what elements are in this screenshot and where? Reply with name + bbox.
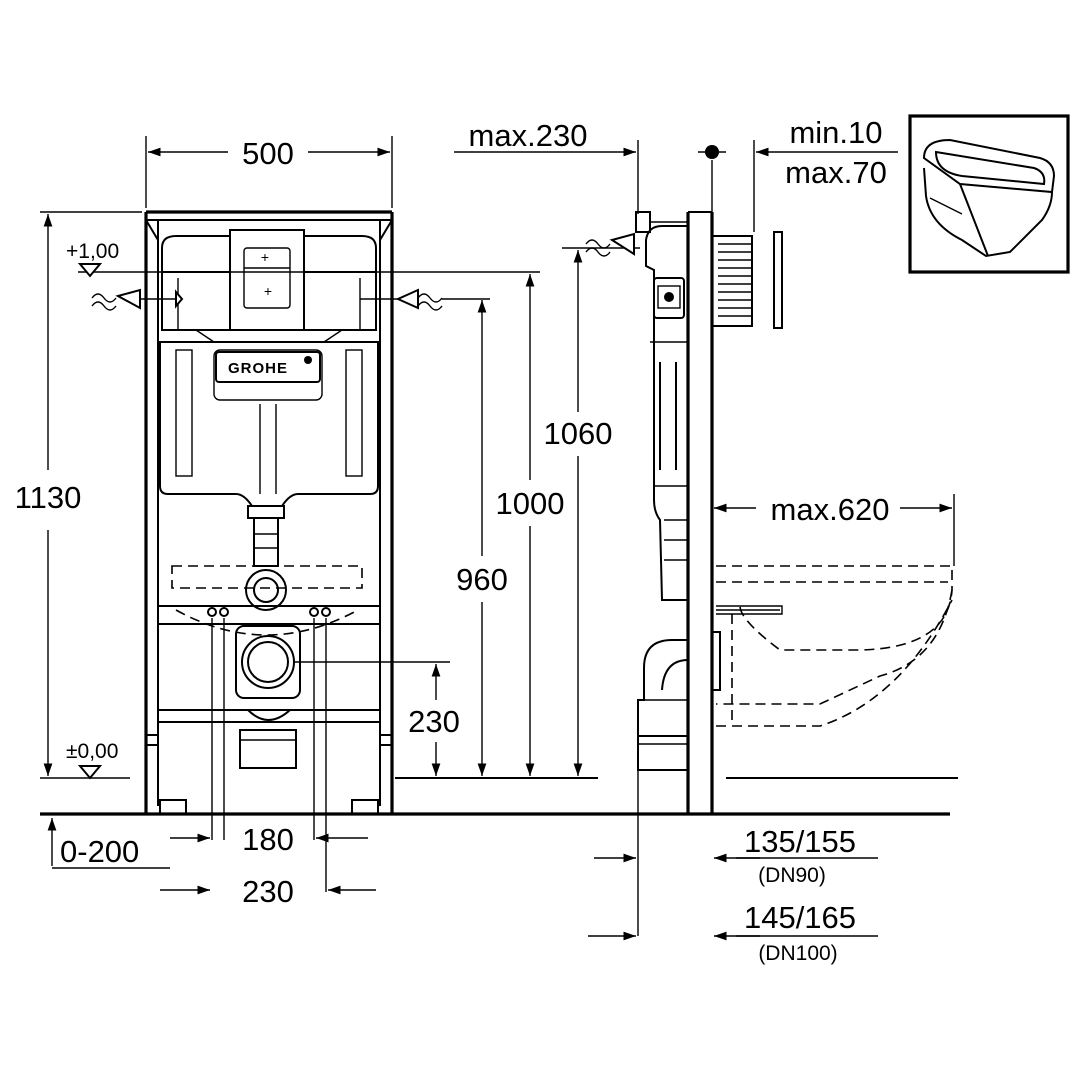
width-label: 500 (242, 136, 294, 171)
bowl-outline-side (716, 565, 953, 727)
water-inlet-arrow-icon (115, 288, 141, 310)
level-floor-label: ±0,00 (66, 740, 118, 763)
dim-width: 500 (145, 136, 393, 208)
water-inlet-arrow-icon (609, 232, 635, 256)
brand-logo: GROHE (215, 351, 321, 383)
side-cistern (645, 225, 688, 601)
dim-dn90: 135/155 (DN90) (594, 824, 878, 887)
water-inlet-arrow-icon (395, 288, 419, 310)
side-drain-elbow (637, 639, 688, 737)
logo-text: GROHE (228, 360, 288, 377)
inlet-height-label: 960 (456, 562, 508, 597)
cistern: + + (159, 229, 379, 507)
dim-wall-thickness: min.10 max.70 (753, 115, 898, 232)
level-marker-top: +1,00 (66, 240, 540, 278)
svg-text:+: + (261, 249, 269, 265)
level-triangle-icon (77, 765, 103, 780)
dim-max-230: max.230 (454, 118, 639, 214)
dim-floor-adjust: 0-200 (47, 818, 170, 869)
dim-height-total: 1130 (15, 211, 142, 776)
mount-bolts (207, 607, 331, 892)
bolt-outer-label: 230 (242, 874, 294, 909)
max-projection-label: max.230 (469, 118, 588, 153)
svg-text:+: + (264, 283, 272, 299)
dn90-label: (DN90) (758, 864, 826, 887)
top-height-label: 1060 (544, 416, 613, 451)
height-total-label: 1130 (15, 480, 82, 515)
flush-pipe (245, 505, 287, 611)
dn100-label: (DN100) (758, 942, 837, 965)
wall-min-label: min.10 (789, 115, 882, 150)
dn100-offset-label: 145/165 (744, 900, 856, 935)
side-flush-plate (711, 235, 753, 327)
water-inlet-left (91, 288, 184, 311)
front-view: + + GROHE (15, 136, 950, 909)
dim-dn100: 145/165 (DN100) (588, 900, 878, 965)
dim-bolt-inner: 180 (170, 822, 368, 857)
drain-connector (235, 625, 450, 769)
flush-height-label: 1000 (496, 486, 565, 521)
side-button-cover (773, 231, 783, 329)
level-marker-floor: ±0,00 (40, 740, 130, 780)
dim-flush-height: 1000 (496, 274, 565, 776)
bowl-outline-front (171, 565, 363, 589)
water-inlet-right (360, 288, 490, 311)
dn90-offset-label: 135/155 (744, 824, 856, 859)
frame (144, 210, 394, 815)
floor-adjust-label: 0-200 (60, 834, 139, 869)
dim-bowl-projection: max.620 (714, 492, 955, 566)
bolt-inner-label: 180 (242, 822, 294, 857)
level-triangle-icon (77, 263, 103, 278)
bowl-projection-label: max.620 (771, 492, 890, 527)
level-top-label: +1,00 (66, 240, 119, 263)
wall-max-label: max.70 (785, 155, 887, 190)
drain-height-label: 230 (408, 704, 460, 739)
dim-bolt-outer: 230 (160, 874, 376, 909)
wall-hung-toilet-icon (908, 114, 1070, 274)
dim-drain-height: 230 (408, 664, 460, 776)
side-view: max.230 min.10 max.70 max.620 135/155 (D… (454, 115, 958, 965)
centerline-cross-icon (698, 145, 726, 159)
dim-inlet-height: 960 (456, 300, 508, 776)
